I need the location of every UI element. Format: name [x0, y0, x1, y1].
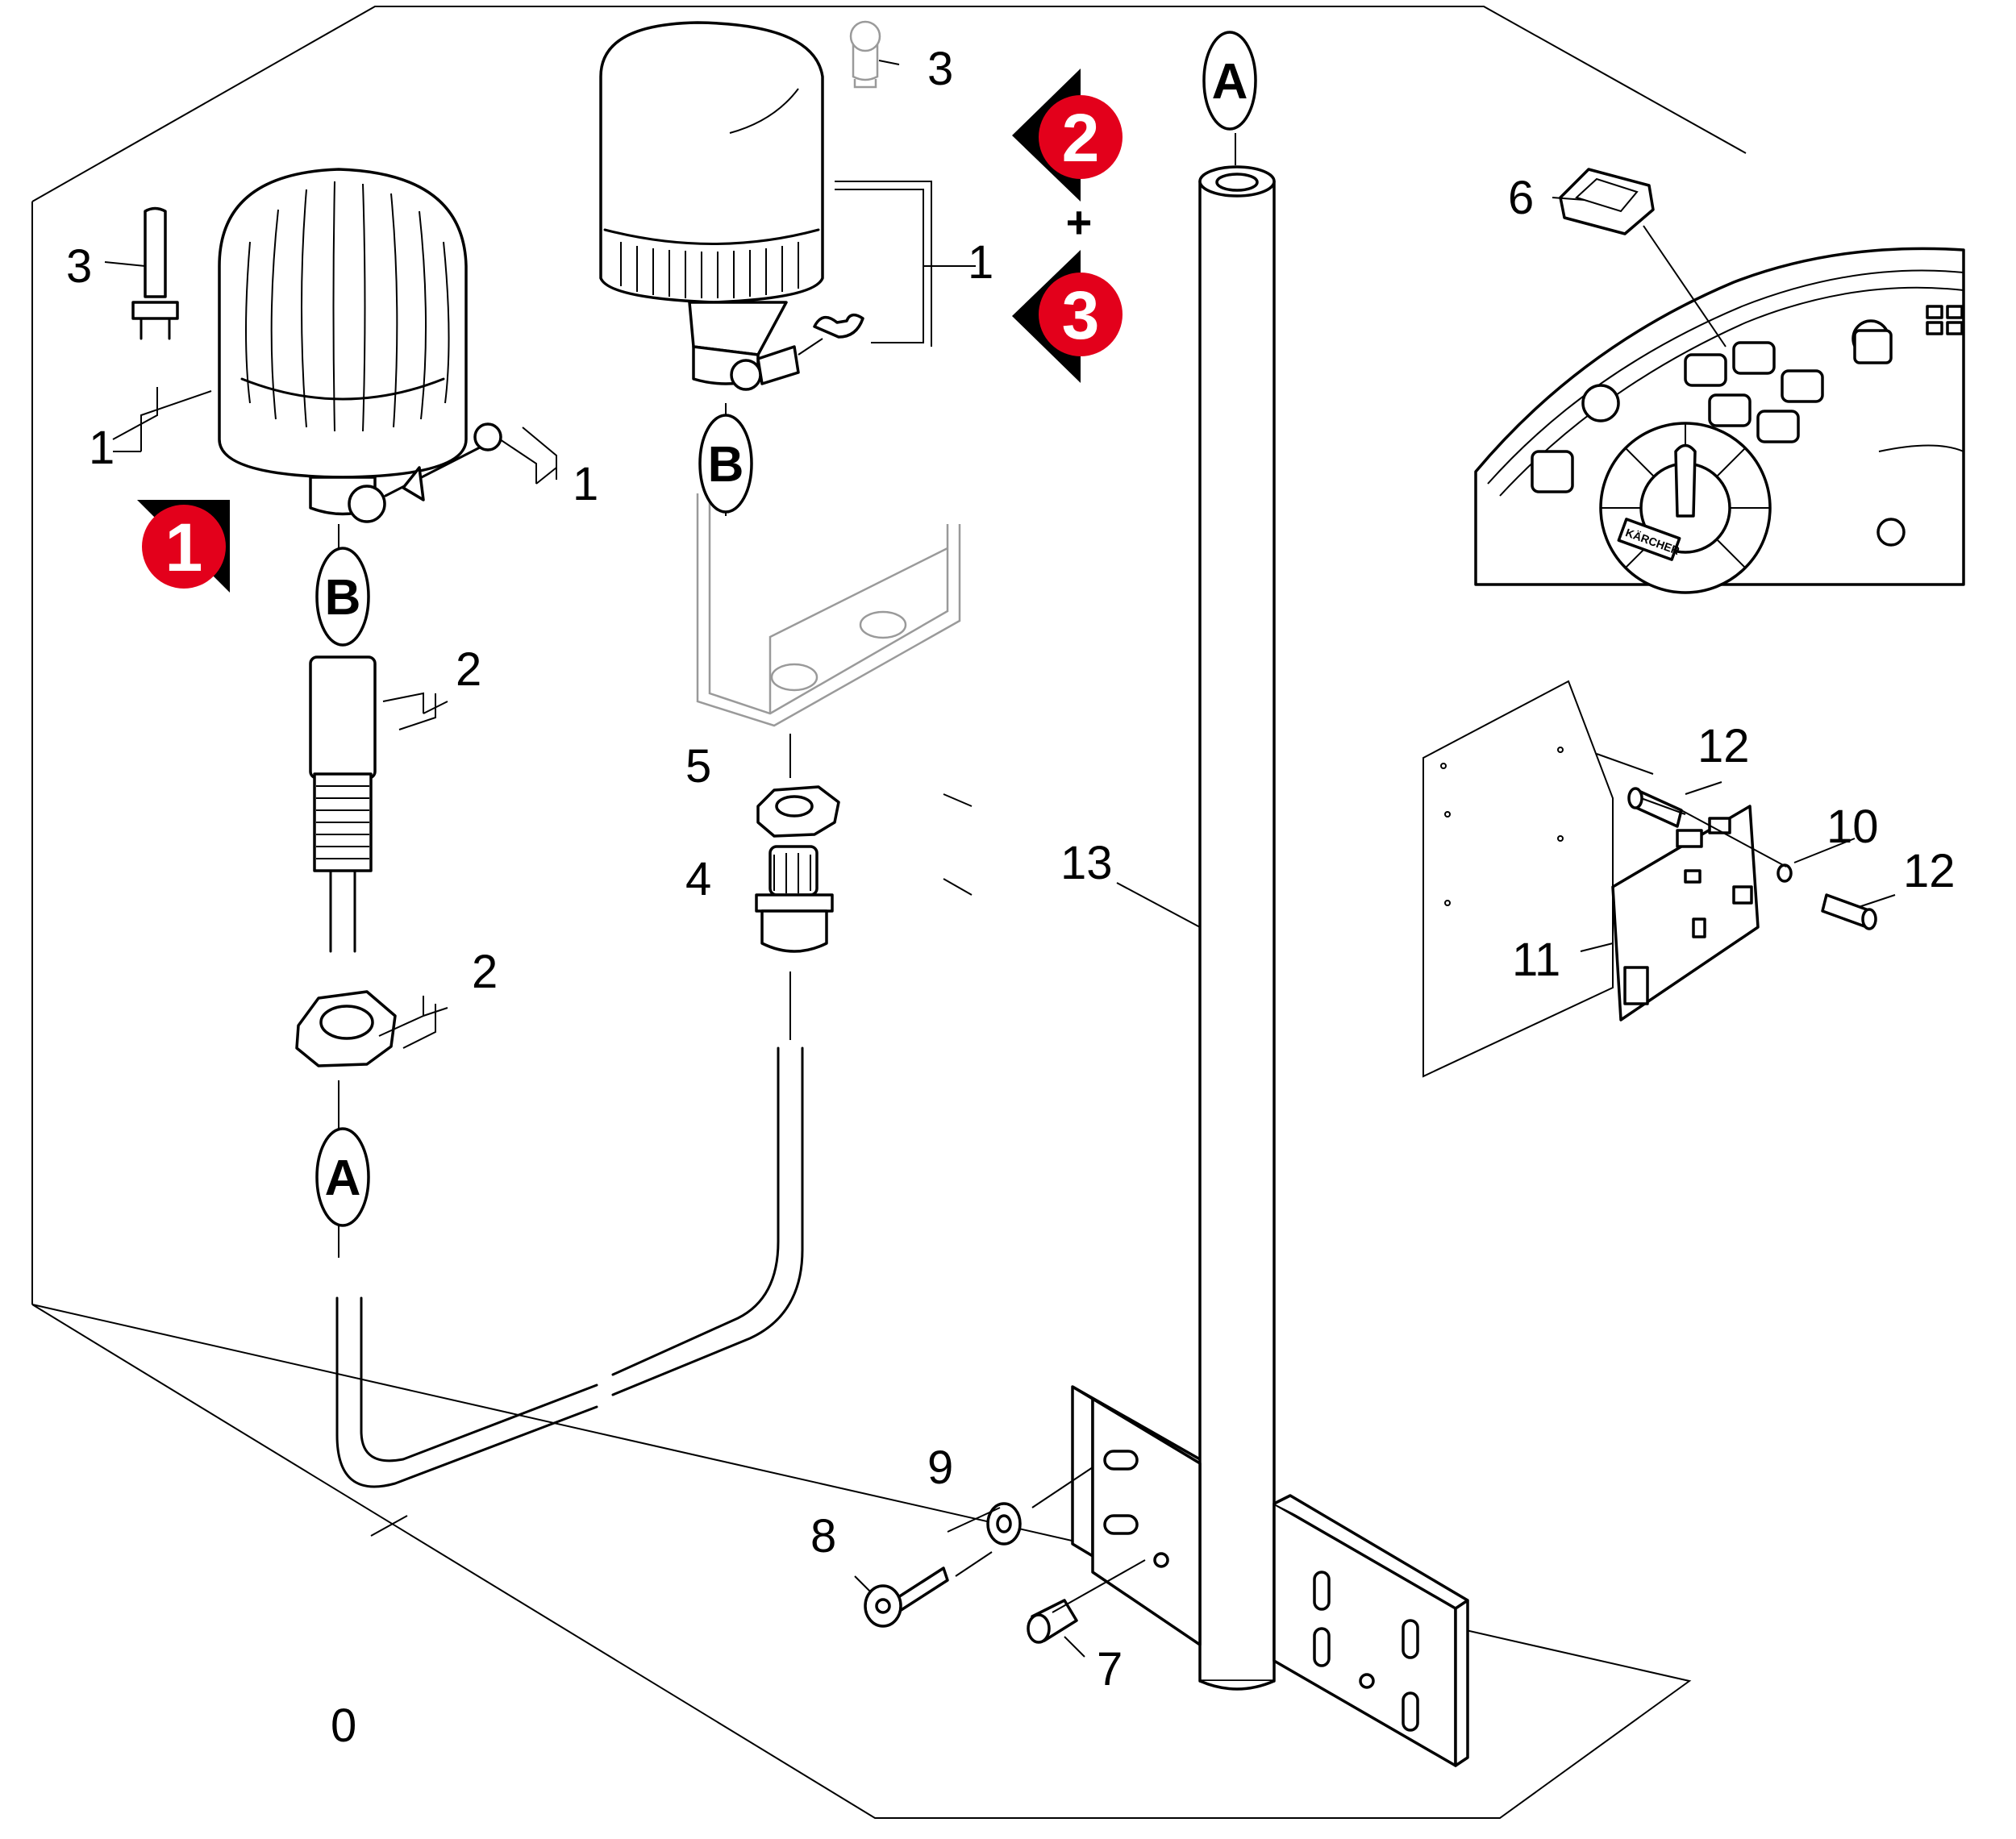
cable-gland-middle [755, 845, 834, 953]
board-washer [1776, 863, 1793, 883]
part-label-8: 8 [810, 1510, 836, 1562]
part-label-3-left: 3 [66, 240, 92, 293]
badge-1: 1 [137, 500, 230, 593]
part-label-11: 11 [1512, 934, 1560, 986]
callout-b-middle: B [698, 414, 753, 514]
badge-3: 3 [1012, 250, 1123, 383]
rocker-switch [1559, 168, 1655, 235]
part-labels: 0 1 1 1 2 2 3 3 4 5 6 7 8 9 10 11 12 12 … [66, 43, 1956, 1752]
washer [986, 1502, 1022, 1546]
part-label-4: 4 [685, 853, 711, 905]
badge-2-label: 2 [1062, 100, 1100, 176]
spacer-right [1821, 893, 1877, 930]
hex-nut-left [295, 990, 397, 1067]
badge-2: 2 [1012, 69, 1123, 202]
badge-1-label: 1 [165, 510, 203, 585]
circuit-board [1611, 805, 1760, 1021]
cable-gland-left [309, 655, 377, 953]
part-label-7: 7 [1097, 1643, 1123, 1695]
spacer-left [1627, 787, 1683, 828]
part-label-12-top: 12 [1697, 720, 1750, 772]
rotating-beacon-left [218, 168, 502, 523]
part-label-13: 13 [1060, 837, 1113, 889]
assembly-frame [31, 6, 1747, 1819]
rotating-beacon-middle [599, 21, 864, 391]
callout-b-middle-label: B [708, 437, 744, 493]
part-label-10: 10 [1826, 801, 1879, 853]
callout-a-top-label: A [1212, 54, 1248, 110]
part-label-12-right: 12 [1903, 845, 1956, 897]
mounting-bracket [696, 492, 961, 727]
leader-lines [104, 60, 1896, 1658]
bulb-middle [849, 20, 881, 89]
part-label-3-middle: 3 [927, 43, 953, 95]
lock-nut [756, 785, 840, 838]
part-label-2-nut: 2 [472, 946, 498, 998]
mounting-panel [1422, 680, 1614, 1078]
part-label-0: 0 [331, 1700, 356, 1752]
part-label-2-gland: 2 [456, 643, 481, 696]
part-label-6: 6 [1508, 172, 1534, 224]
callout-a-left-label: A [325, 1150, 361, 1206]
cable-loop [335, 1046, 804, 1488]
callout-b-left-label: B [325, 570, 361, 626]
callout-a-top: A [1202, 31, 1257, 131]
part-label-9: 9 [927, 1442, 953, 1494]
cap-screw [864, 1566, 949, 1628]
control-panel: KÄRCHER [1474, 247, 1965, 594]
badge-3-label: 3 [1062, 277, 1100, 353]
callout-a-left: A [315, 1127, 370, 1227]
plus-sign: + [1066, 197, 1093, 248]
part-label-1-left: 1 [89, 422, 115, 474]
bulb-left [131, 206, 179, 340]
callout-b-left: B [315, 547, 370, 647]
mounting-plate [1071, 1385, 1469, 1767]
part-label-5: 5 [685, 740, 711, 793]
mast-pole [1198, 165, 1276, 1691]
part-label-1-middle: 1 [968, 236, 993, 289]
part-label-1-left-bracket: 1 [573, 458, 598, 510]
set-screw [1027, 1599, 1078, 1644]
